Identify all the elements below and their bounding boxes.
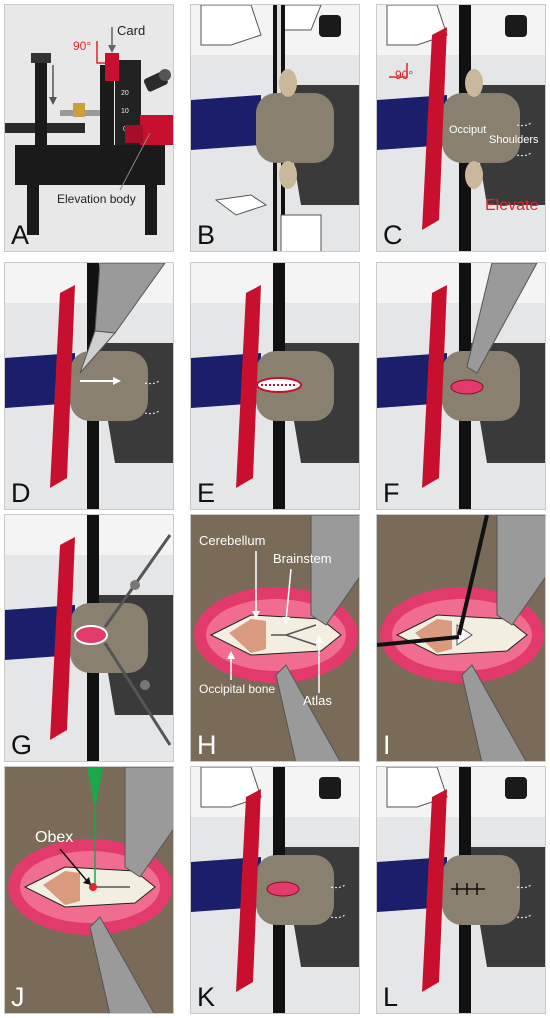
panel-label-b: B: [197, 220, 216, 250]
panel-label-h: H: [197, 730, 217, 760]
panel-k: K: [190, 766, 360, 1014]
panel-j: Obex J: [4, 766, 174, 1014]
panel-l: L: [376, 766, 546, 1014]
panel-label-j: J: [11, 982, 25, 1012]
occipital-bone-label: Occipital bone: [199, 682, 275, 696]
panel-i: I: [376, 514, 546, 762]
forceps-retraction-illustration: [5, 515, 173, 761]
panel-label-i: I: [383, 730, 391, 760]
scale-tick-20: 20: [121, 90, 129, 97]
incision-illustration: [5, 263, 173, 509]
sutured-illustration: [377, 767, 545, 1013]
needle-shape: [87, 767, 103, 809]
panel-b: B: [190, 4, 360, 252]
membrane-opening-illustration: [377, 515, 545, 761]
elevation-body-shape: [140, 115, 173, 145]
angle-label: 90°: [73, 39, 91, 53]
stereotaxic-setup-illustration: 20 10 0 Card 90° Elevation body: [5, 23, 173, 235]
card-shape: [105, 53, 119, 81]
atlas-label: Atlas: [303, 693, 332, 708]
occiput-label: Occiput: [449, 124, 486, 136]
panel-f: F: [376, 262, 546, 510]
cerebellum-label: Cerebellum: [199, 533, 265, 548]
panel-label-a: A: [11, 220, 30, 250]
card-label: Card: [117, 23, 145, 38]
panel-label-e: E: [197, 478, 216, 508]
closure-prep-illustration: [191, 767, 359, 1013]
panel-a: 20 10 0 Card 90° Elevation body A: [4, 4, 174, 252]
head-fixation-illustration: [191, 5, 359, 251]
panel-c: 90° Occiput Shoulders Elevate C: [376, 4, 546, 252]
scale-tick-10: 10: [121, 108, 129, 115]
elevation-illustration: 90° Occiput Shoulders Elevate: [377, 5, 545, 251]
brainstem-label: Brainstem: [273, 551, 332, 566]
obex-label: Obex: [35, 829, 73, 846]
panel-h: Cerebellum Brainstem Occipital bone Atla…: [190, 514, 360, 762]
retraction-illustration: [377, 263, 545, 509]
panel-e: E: [190, 262, 360, 510]
panel-d: D: [4, 262, 174, 510]
elevate-label: Elevate: [485, 197, 538, 214]
shoulders-label: Shoulders: [489, 134, 539, 146]
exposed-anatomy-illustration: Cerebellum Brainstem Occipital bone Atla…: [194, 515, 359, 761]
incision-opened-illustration: [191, 263, 359, 509]
panel-label-c: C: [383, 220, 403, 250]
panel-label-d: D: [11, 478, 31, 508]
elevation-body-label: Elevation body: [57, 192, 136, 206]
panel-label-g: G: [11, 730, 33, 760]
card-shape: [422, 27, 447, 230]
panel-g: G: [4, 514, 174, 762]
angle-label: 90°: [395, 68, 413, 82]
panel-label-l: L: [383, 982, 399, 1012]
panel-label-k: K: [197, 982, 216, 1012]
panel-label-f: F: [383, 478, 400, 508]
injection-illustration: Obex: [8, 767, 173, 1013]
